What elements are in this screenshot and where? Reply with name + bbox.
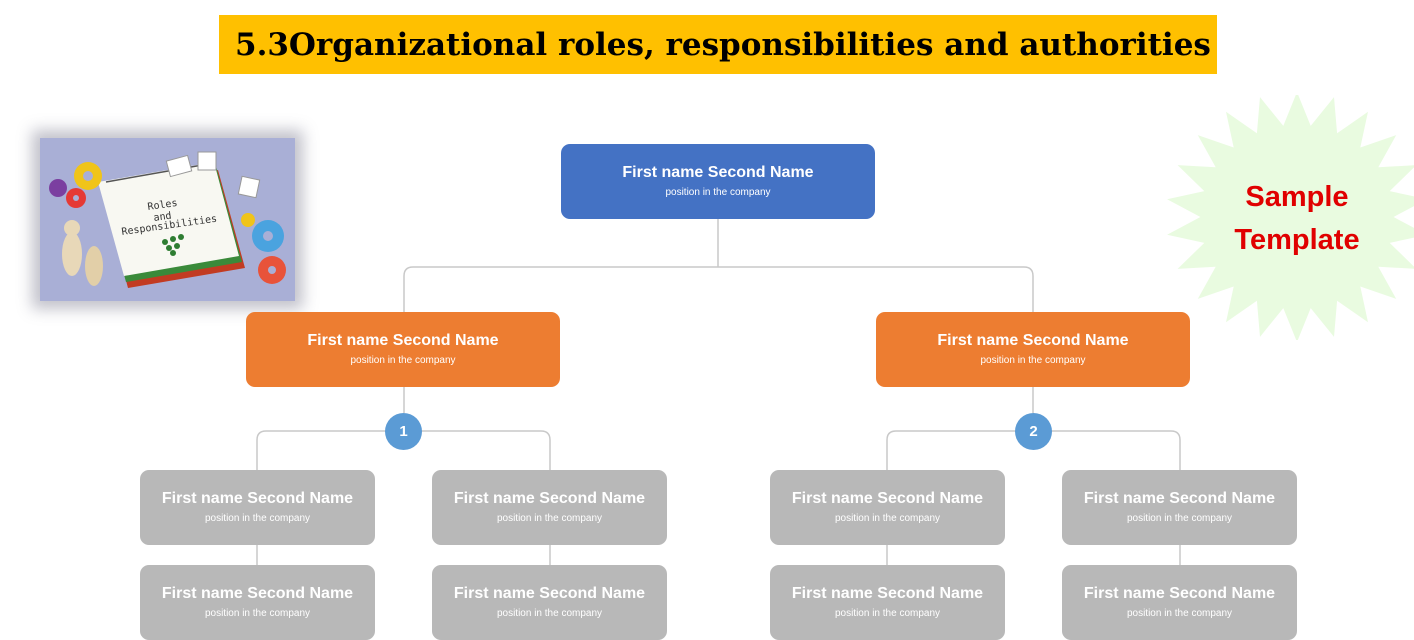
team-number-badge: 1	[385, 413, 422, 450]
node-name: First name Second Name	[622, 164, 814, 181]
org-node-member[interactable]: First name Second Name position in the c…	[770, 565, 1005, 640]
node-position: position in the company	[834, 608, 941, 619]
node-position: position in the company	[980, 355, 1086, 366]
node-position: position in the company	[350, 355, 456, 366]
node-name: First name Second Name	[161, 490, 354, 507]
org-node-manager[interactable]: First name Second Name position in the c…	[246, 312, 560, 387]
node-name: First name Second Name	[453, 490, 646, 507]
org-node-member[interactable]: First name Second Name position in the c…	[432, 470, 667, 545]
notebook-text-line2: and	[153, 211, 172, 224]
node-name: First name Second Name	[161, 585, 354, 602]
team-number-badge: 2	[1015, 413, 1052, 450]
node-name: First name Second Name	[1083, 490, 1276, 507]
roles-photo: Roles and Responsibilities	[40, 138, 295, 301]
node-name: First name Second Name	[791, 490, 984, 507]
sample-starburst-icon	[1167, 95, 1414, 340]
node-position: position in the company	[204, 608, 311, 619]
node-position: position in the company	[834, 513, 941, 524]
org-node-manager[interactable]: First name Second Name position in the c…	[876, 312, 1190, 387]
node-position: position in the company	[496, 608, 603, 619]
node-name: First name Second Name	[307, 332, 499, 349]
sample-stamp: Sample Template	[1197, 176, 1397, 262]
stamp-line1: Sample	[1245, 181, 1349, 213]
node-position: position in the company	[204, 513, 311, 524]
stamp-line2: Template	[1234, 224, 1360, 256]
org-node-member[interactable]: First name Second Name position in the c…	[770, 470, 1005, 545]
org-node-member[interactable]: First name Second Name position in the c…	[1062, 565, 1297, 640]
page-title: 5.3Organizational roles, responsibilitie…	[235, 26, 1211, 63]
node-name: First name Second Name	[791, 585, 984, 602]
node-position: position in the company	[1126, 513, 1233, 524]
node-name: First name Second Name	[453, 585, 646, 602]
connector-managers	[403, 266, 1034, 312]
org-node-member[interactable]: First name Second Name position in the c…	[140, 565, 375, 640]
org-node-member[interactable]: First name Second Name position in the c…	[432, 565, 667, 640]
title-bar: 5.3Organizational roles, responsibilitie…	[219, 15, 1217, 74]
node-position: position in the company	[496, 513, 603, 524]
notebook-text-line1: Roles	[147, 198, 178, 213]
roles-illustration-icon: Roles and Responsibilities	[40, 138, 295, 301]
org-node-member[interactable]: First name Second Name position in the c…	[140, 470, 375, 545]
node-position: position in the company	[1126, 608, 1233, 619]
org-node-member[interactable]: First name Second Name position in the c…	[1062, 470, 1297, 545]
org-node-top[interactable]: First name Second Name position in the c…	[561, 144, 875, 219]
node-position: position in the company	[665, 187, 771, 198]
node-name: First name Second Name	[937, 332, 1129, 349]
node-name: First name Second Name	[1083, 585, 1276, 602]
